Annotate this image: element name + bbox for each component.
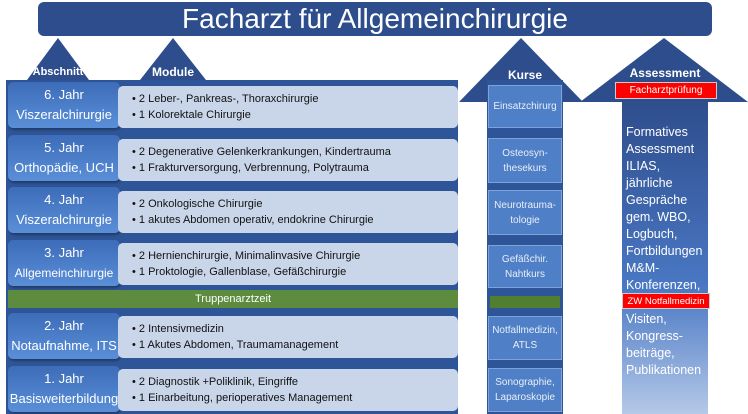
assessment-text-top: Formatives Assessment ILIAS, jährliche G… bbox=[626, 125, 703, 292]
truppenarztzeit-bar: Truppenarztzeit bbox=[8, 290, 458, 308]
module-box-6: 2 Leber-, Pankreas-, Thoraxchirurgie1 Ko… bbox=[118, 86, 458, 128]
module-item: 2 Intensivmedizin bbox=[132, 321, 458, 337]
module-item: 1 Einarbeitung, perioperatives Managemen… bbox=[132, 390, 458, 406]
year-label: 1. Jahr bbox=[44, 371, 84, 386]
truppenarzt-marker bbox=[490, 296, 560, 308]
year-label: 5. Jahr bbox=[44, 140, 84, 155]
module-box-5: 2 Degenerative Gelenkerkrankungen, Kinde… bbox=[118, 139, 458, 181]
module-item: 2 Degenerative Gelenkerkrankungen, Kinde… bbox=[132, 144, 458, 160]
header-kurse: Kurse bbox=[507, 68, 542, 82]
module-box-3: 2 Hernienchirurgie, Minimalinvasive Chir… bbox=[118, 243, 458, 285]
course-box: Notfallmedizin, ATLS bbox=[488, 316, 562, 360]
module-item: 2 Leber-, Pankreas-, Thoraxchirurgie bbox=[132, 91, 458, 107]
field-label: Viszeralchirurgie bbox=[16, 212, 112, 227]
field-label: Allgemeinchirurgie bbox=[14, 266, 114, 280]
module-box-4: 2 Onkologische Chirurgie1 akutes Abdomen… bbox=[118, 191, 458, 233]
assessment-arrow-shaft bbox=[622, 100, 708, 414]
module-box-1: 2 Diagnostik +Poliklinik, Eingriffe1 Ein… bbox=[118, 369, 458, 411]
course-box: Osteosyn-thesekurs bbox=[488, 138, 562, 183]
header-abschnitt: Abschnitt bbox=[32, 66, 84, 78]
module-arrow-head bbox=[140, 38, 206, 80]
module-item: 1 Akutes Abdomen, Traumamanagement bbox=[132, 337, 458, 353]
field-label: Basisweiterbildung bbox=[9, 391, 119, 406]
field-label: Notaufnahme, ITS bbox=[11, 338, 117, 353]
module-item: 2 Onkologische Chirurgie bbox=[132, 196, 458, 212]
facharztpruefung-badge: Facharztprüfung bbox=[615, 82, 717, 99]
header-assessment: Assessment bbox=[629, 66, 701, 80]
module-item: 2 Diagnostik +Poliklinik, Eingriffe bbox=[132, 374, 458, 390]
year-label: 4. Jahr bbox=[44, 192, 84, 207]
module-item: 1 Proktologie, Gallenblase, Gefäßchirurg… bbox=[132, 264, 458, 280]
module-item: 1 Frakturversorgung, Verbrennung, Polytr… bbox=[132, 160, 458, 176]
module-item: 1 Kolorektale Chirurgie bbox=[132, 107, 458, 123]
page-title: Facharzt für Allgemeinchirurgie bbox=[38, 2, 712, 36]
course-box: Sonographie, Laparoskopie bbox=[488, 368, 562, 412]
year-label: 6. Jahr bbox=[44, 87, 84, 102]
module-item: 1 akutes Abdomen operativ, endokrine Chi… bbox=[132, 212, 458, 228]
header-module: Module bbox=[152, 65, 194, 79]
year-label: 2. Jahr bbox=[44, 318, 84, 333]
field-label: Orthopädie, UCH bbox=[14, 160, 114, 175]
assessment-text-bottom: Visiten, Kongress-beiträge, Publikatione… bbox=[626, 312, 702, 377]
zw-notfallmedizin-badge: ZW Notfallmedizin bbox=[622, 293, 710, 309]
course-box: Einsatzchirurg bbox=[488, 85, 562, 128]
module-item: 2 Hernienchirurgie, Minimalinvasive Chir… bbox=[132, 248, 458, 264]
year-label: 3. Jahr bbox=[44, 245, 84, 260]
course-box: Neurotrauma-tologie bbox=[488, 190, 562, 235]
field-label: Viszeralchirurgie bbox=[16, 107, 112, 122]
abschnitt-arrow-head bbox=[27, 38, 89, 80]
module-box-2: 2 Intensivmedizin1 Akutes Abdomen, Traum… bbox=[118, 316, 458, 358]
course-box: Gefäßchir. Nahtkurs bbox=[488, 245, 562, 288]
